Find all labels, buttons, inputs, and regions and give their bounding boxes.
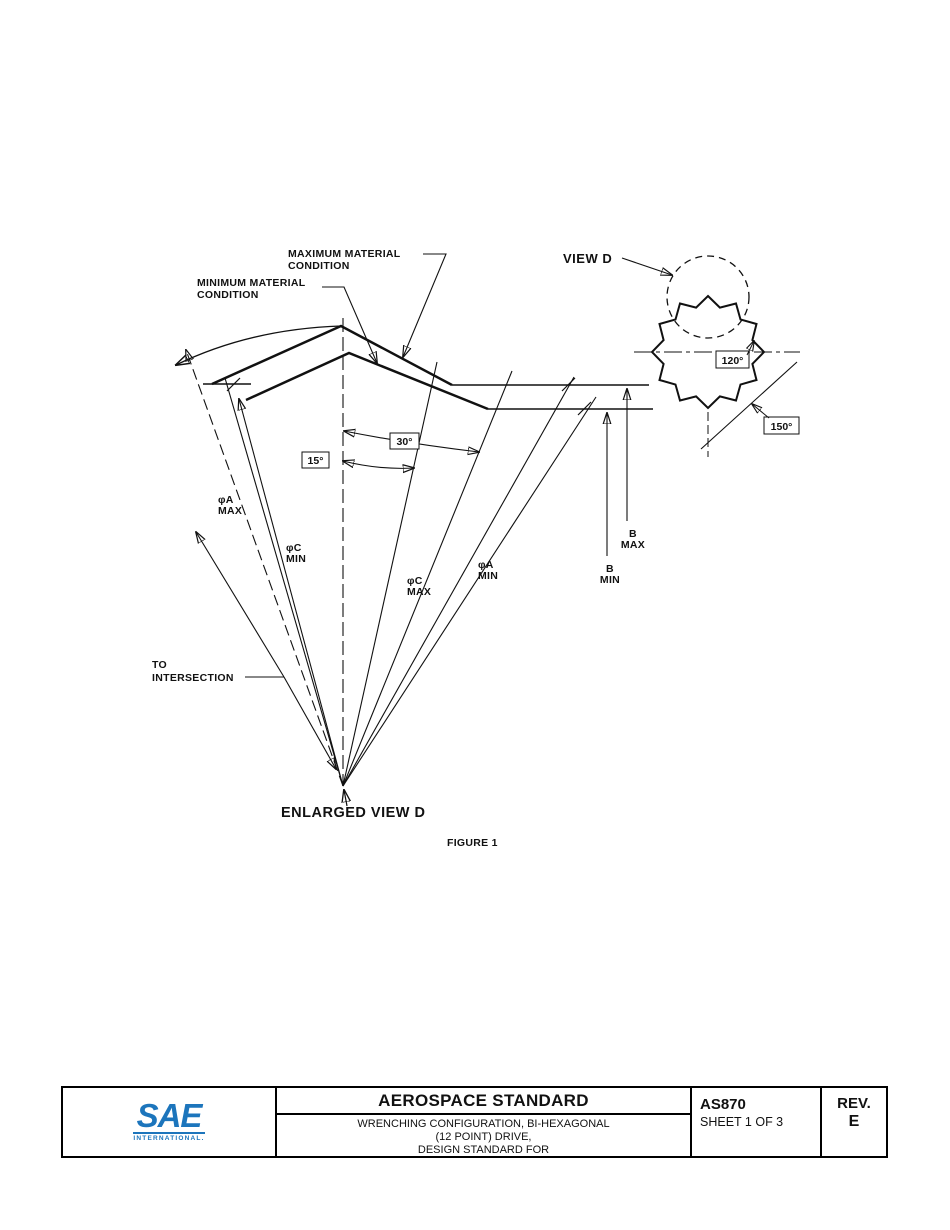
detail-circle xyxy=(666,255,750,339)
max-material-profile xyxy=(211,324,453,387)
angle-15-label: 15° xyxy=(308,455,324,467)
arc-15-deg xyxy=(343,461,414,468)
phi-c-max-sym: φC xyxy=(407,575,423,587)
document-number-cell: AS870 SHEET 1 OF 3 xyxy=(692,1088,822,1156)
b-min-qual: MIN xyxy=(600,574,620,586)
document-title: AEROSPACE STANDARD xyxy=(277,1088,690,1115)
phi-a-max-line xyxy=(186,350,344,787)
view-d-leader xyxy=(621,257,672,275)
right-construction-line-2 xyxy=(342,396,597,787)
revision-label: REV. xyxy=(837,1095,871,1112)
phi-a-min-line xyxy=(342,370,513,787)
angle-30-box xyxy=(389,432,420,450)
enlarged-view-caption: ENLARGED VIEW D xyxy=(281,805,425,821)
document-subtitle-line1: WRENCHING CONFIGURATION, BI-HEXAGONAL xyxy=(357,1118,610,1130)
figure-caption: FIGURE 1 xyxy=(447,837,498,849)
document-number: AS870 xyxy=(700,1096,746,1113)
tick-right-lower xyxy=(577,401,592,416)
bi-hexagon-outline xyxy=(650,294,766,410)
document-subtitle-line3: DESIGN STANDARD FOR xyxy=(417,1144,550,1157)
enlarged-view-d: 30° 15° MAXIMUM MATERIAL CONDITION MINIM… xyxy=(152,248,653,849)
phi-a-min-sym: φA xyxy=(478,559,494,571)
angle-120-box xyxy=(715,350,750,369)
view-d-label: VIEW D xyxy=(563,251,612,266)
title-block: SAE INTERNATIONAL. AEROSPACE STANDARD WR… xyxy=(61,1086,888,1158)
revision-value: E xyxy=(848,1113,860,1130)
to-intersection-arrow-upper xyxy=(196,532,285,678)
phi-a-min-qual: MIN xyxy=(478,570,498,582)
figure-1-drawing: 30° 15° MAXIMUM MATERIAL CONDITION MINIM… xyxy=(152,248,800,849)
angle-120-label: 120° xyxy=(722,355,744,367)
right-construction-line-1 xyxy=(342,376,575,787)
phi-a-max-qual: MAX xyxy=(218,505,242,517)
angle-120-leader xyxy=(747,341,754,356)
angle-150-label: 150° xyxy=(771,421,793,433)
sheet-number: SHEET 1 OF 3 xyxy=(700,1115,784,1129)
crest-arc xyxy=(176,325,342,365)
max-material-leader xyxy=(403,253,447,357)
phi-c-max-qual: MAX xyxy=(407,586,431,598)
revision-cell: REV. E xyxy=(822,1088,886,1156)
tick-left xyxy=(226,377,241,392)
b-max-qual: MAX xyxy=(621,539,645,551)
document-subtitle-line2: (12 POINT) DRIVE, xyxy=(435,1131,532,1144)
phi-a-max-sym: φA xyxy=(218,494,234,506)
min-material-profile xyxy=(245,351,489,411)
sae-logo: SAE INTERNATIONAL. xyxy=(63,1088,277,1156)
view-d: 120° 150° VIEW D xyxy=(563,251,800,457)
phi-c-max-line xyxy=(342,361,438,787)
phi-c-min-sym: φC xyxy=(286,542,302,554)
flank-reference-line xyxy=(700,361,798,450)
to-intersection-label-line2: INTERSECTION xyxy=(152,672,234,684)
document-subtitle: WRENCHING CONFIGURATION, BI-HEXAGONAL (1… xyxy=(277,1115,690,1158)
sae-logo-text: SAE xyxy=(136,1096,203,1134)
to-intersection-arrow-lower xyxy=(283,676,336,769)
caption-arrow xyxy=(344,790,347,807)
tick-right-upper xyxy=(561,377,576,392)
min-material-leader xyxy=(322,286,377,363)
sae-logo-subtext: INTERNATIONAL. xyxy=(133,1132,205,1142)
left-construction-line xyxy=(224,377,344,787)
phi-c-min-qual: MIN xyxy=(286,553,306,565)
title-block-main: AEROSPACE STANDARD WRENCHING CONFIGURATI… xyxy=(277,1088,692,1156)
max-material-label-line1: MAXIMUM MATERIAL xyxy=(288,248,401,260)
b-max-sym: B xyxy=(629,528,637,540)
max-material-label-line2: CONDITION xyxy=(288,260,350,272)
min-material-label-line1: MINIMUM MATERIAL xyxy=(197,277,306,289)
angle-30-label: 30° xyxy=(397,436,413,448)
angle-150-leader xyxy=(752,404,770,419)
angle-150-box xyxy=(763,416,800,435)
to-intersection-label-line1: TO xyxy=(152,659,167,671)
min-material-label-line2: CONDITION xyxy=(197,289,259,301)
b-min-sym: B xyxy=(606,563,614,575)
phi-c-min-line xyxy=(239,399,344,787)
angle-15-box xyxy=(301,451,330,469)
